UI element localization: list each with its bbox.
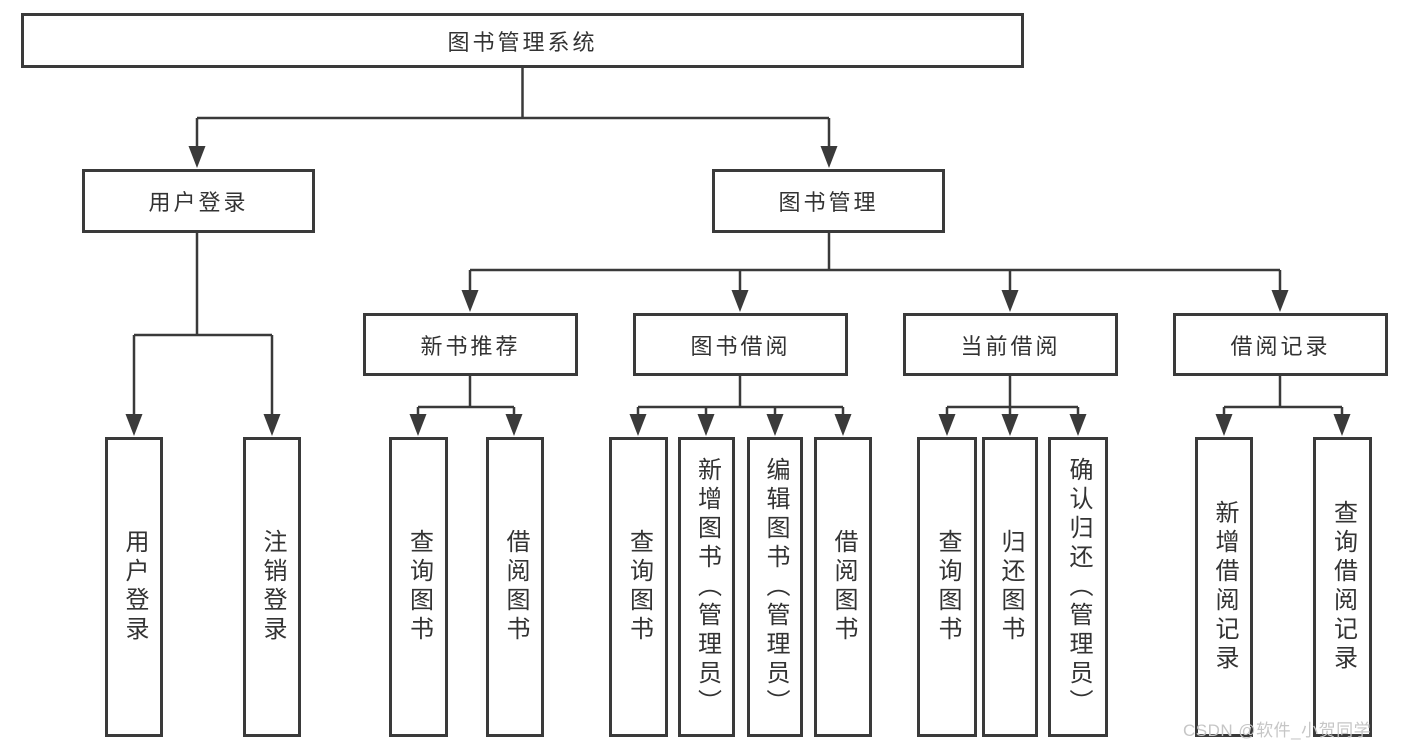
connector-segments [132,68,1344,418]
node-label: 当前借阅 [960,333,1061,359]
node-edit-book-admin: 编辑图书（管理员） [747,437,803,737]
csdn-watermark: CSDN @软件_小贺同学 [1183,721,1372,740]
arrowhead-icon [188,146,206,168]
arrowhead-icon [820,146,838,168]
arrowhead-icon [1001,290,1019,312]
node-label: 图书管理 [778,190,879,215]
node-label: 借阅记录 [1230,333,1331,359]
arrowhead-icon [697,414,715,436]
node-borrow-borrow-book: 借阅图书 [814,437,872,737]
node-book-borrow: 图书借阅 [633,313,848,376]
node-label: 新增借阅记录 [1211,500,1238,674]
node-library-system: 图书管理系统 [21,13,1024,68]
node-add-borrow-record: 新增借阅记录 [1195,437,1253,737]
node-add-book-admin: 新增图书（管理员） [678,437,735,737]
arrowhead-icon [834,414,852,436]
node-recommend-borrow-book: 借阅图书 [486,437,544,737]
node-label: 图书管理系统 [447,29,598,55]
arrowhead-icon [1333,414,1351,436]
arrowhead-icon [766,414,784,436]
node-borrow-records: 借阅记录 [1173,313,1388,376]
arrowhead-icon [731,290,749,312]
node-label: 用户登录 [121,529,148,645]
node-label: 查询图书 [625,529,653,645]
arrowhead-icon [409,414,427,436]
node-recommend-query-book: 查询图书 [389,437,448,737]
node-return-book: 归还图书 [982,437,1038,737]
arrowhead-icon [505,414,523,436]
arrowhead-icon [938,414,956,436]
node-user-login-action: 用户登录 [105,437,163,737]
arrowhead-icon [125,414,143,436]
node-current-borrow: 当前借阅 [903,313,1118,376]
node-current-query-book: 查询图书 [917,437,977,737]
node-label: 新增图书（管理员） [693,456,721,718]
node-label: 借阅图书 [502,529,529,645]
node-confirm-return-admin: 确认归还（管理员） [1048,437,1108,737]
node-label: 归还图书 [997,529,1024,645]
arrowhead-icon [263,414,281,436]
arrowhead-icon [1271,290,1289,312]
node-user-login: 用户登录 [82,169,315,233]
arrowhead-icon [1069,414,1087,436]
node-label: 借阅图书 [830,529,857,645]
node-label: 查询图书 [934,529,961,645]
node-label: 编辑图书（管理员） [762,456,789,718]
node-label: 查询图书 [405,529,433,645]
node-label: 图书借阅 [690,333,791,359]
node-query-borrow-record: 查询借阅记录 [1313,437,1372,737]
node-label: 查询借阅记录 [1329,500,1357,674]
node-label: 确认归还（管理员） [1065,456,1092,718]
node-label: 新书推荐 [420,333,521,359]
arrowhead-icon [629,414,647,436]
node-logout-action: 注销登录 [243,437,301,737]
arrowhead-icon [1001,414,1019,436]
arrowhead-icon [461,290,479,312]
node-borrow-query-book: 查询图书 [609,437,668,737]
arrowhead-group [125,146,1351,436]
node-label: 用户登录 [148,190,249,215]
arrowhead-icon [1215,414,1233,436]
node-book-management: 图书管理 [712,169,945,233]
node-label: 注销登录 [259,529,286,645]
node-new-book-recommend: 新书推荐 [363,313,578,376]
